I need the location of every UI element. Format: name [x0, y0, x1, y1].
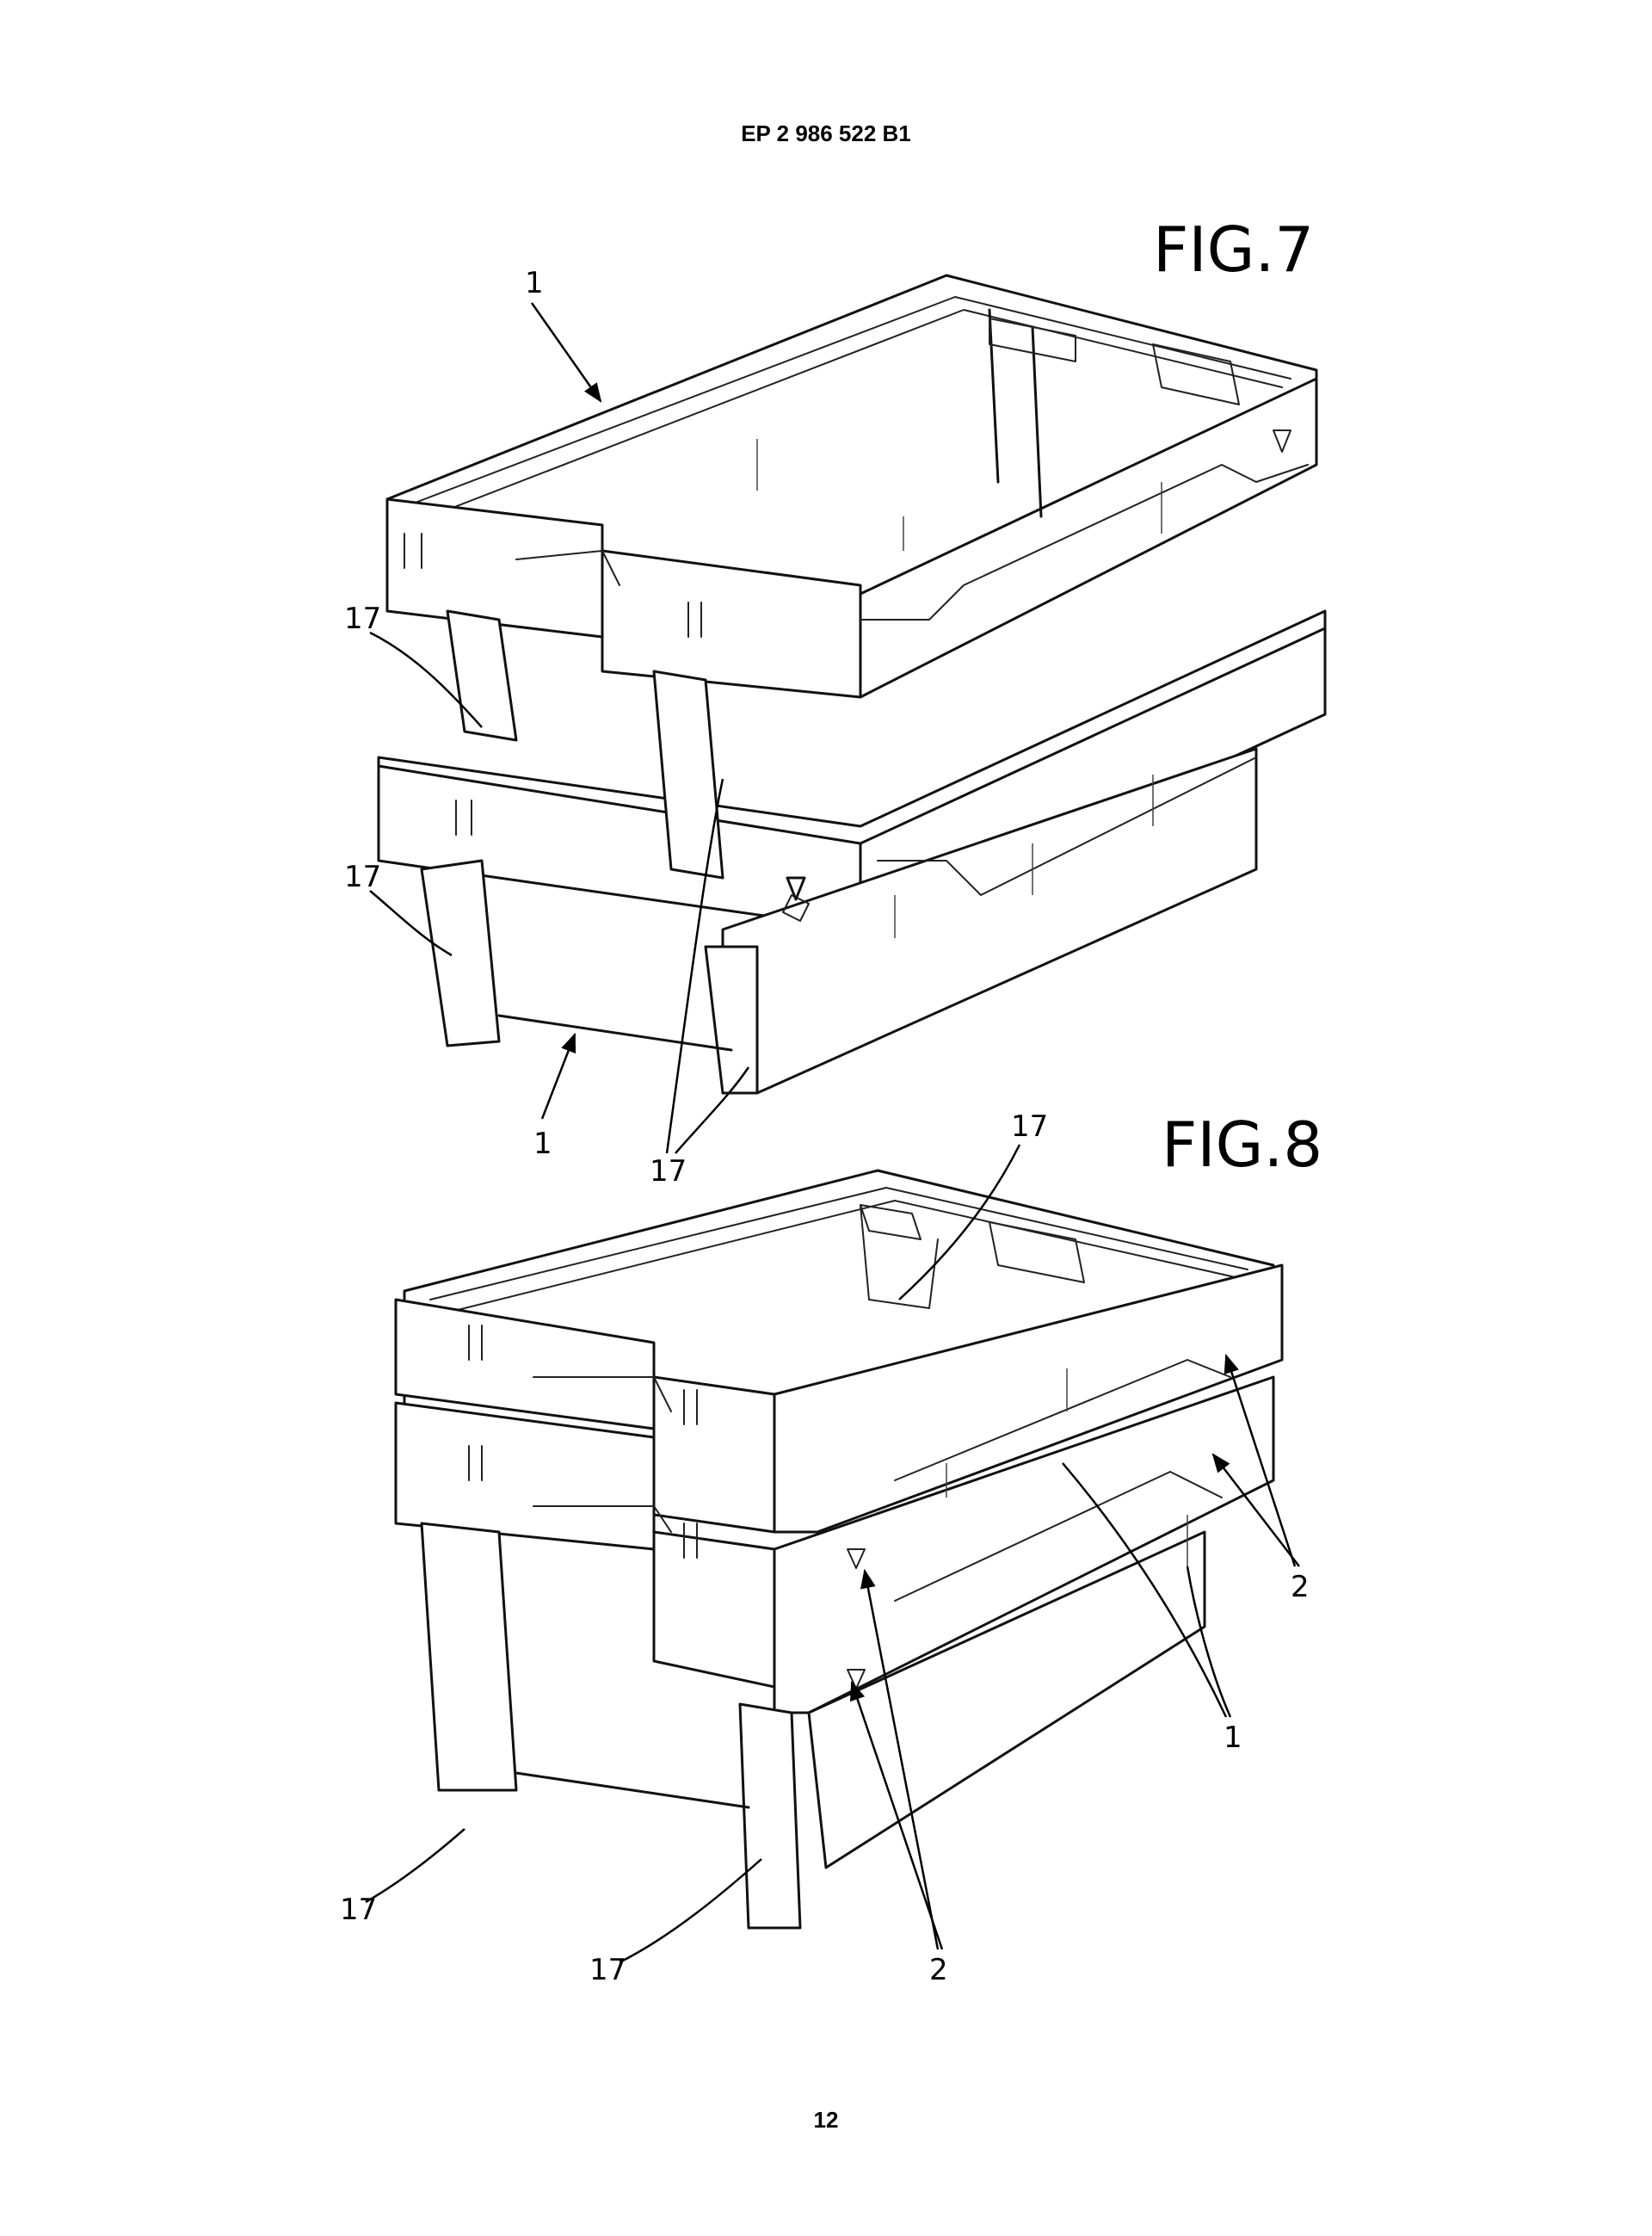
fig8-ref-17-bottom: 17: [589, 1953, 626, 1987]
figure-8: FIG.8 17 2 1 17 17 2: [340, 1109, 1322, 1987]
fig8-stacked-crates: [394, 1169, 1284, 1930]
fig8-ref-2-right: 2: [1291, 1570, 1310, 1604]
fig7-ref-17-upper: 17: [344, 602, 381, 636]
fig8-ref-1: 1: [1224, 1720, 1242, 1755]
fig7-label: FIG.7: [1153, 213, 1314, 286]
fig8-ref-2-bottom: 2: [929, 1953, 948, 1987]
page-number: 12: [813, 2107, 839, 2133]
fig7-lower-crate: [377, 609, 1327, 1095]
fig7-ref-1-bottom: 1: [533, 1127, 552, 1161]
patent-number: EP 2 986 522 B1: [741, 120, 911, 146]
fig8-label: FIG.8: [1162, 1109, 1322, 1181]
fig7-ref-1-top: 1: [525, 266, 544, 300]
fig7-ref-17-lower: 17: [344, 860, 381, 894]
figure-7: FIG.7 1 17 17 1 17: [344, 213, 1327, 1189]
fig7-ref-17-bottom: 17: [650, 1154, 687, 1189]
fig7-upper-crate: [385, 274, 1318, 880]
fig8-ref-17-top: 17: [1011, 1109, 1048, 1144]
